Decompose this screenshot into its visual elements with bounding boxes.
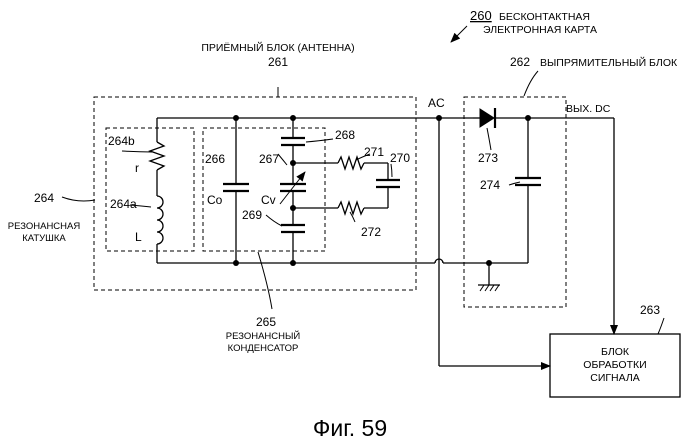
processor-line2: ОБРАБОТКИ: [583, 359, 646, 371]
top-rail: [157, 118, 614, 334]
rectifier-label: ВЫПРЯМИТЕЛЬНЫЙ БЛОК: [540, 56, 678, 69]
capacitor-block-number: 265: [256, 315, 276, 329]
receiver-label: ПРИЁМНЫЙ БЛОК (АНТЕННА): [201, 41, 354, 54]
label-271: 271: [364, 145, 384, 159]
card-name-line2: ЭЛЕКТРОННАЯ КАРТА: [483, 24, 597, 36]
label-266: 266: [205, 152, 225, 166]
label-267: 267: [259, 152, 279, 166]
coil-resistor-symbol: [150, 142, 164, 170]
capacitor-274: [515, 118, 541, 263]
inductor-symbol: [157, 196, 163, 244]
label-274: 274: [480, 178, 500, 192]
coil-part-a-label: 264a: [110, 197, 137, 211]
coil-number: 264: [34, 191, 54, 205]
label-273: 273: [478, 151, 498, 165]
diode-273: [473, 108, 495, 128]
ac-label: AC: [428, 96, 445, 110]
card-name-line1: БЕСКОНТАКТНАЯ: [499, 11, 590, 23]
label-270: 270: [390, 151, 410, 165]
figure-caption: Фиг. 59: [313, 415, 387, 441]
resistor-network: [293, 157, 400, 214]
coil-label-line2: КАТУШКА: [22, 233, 66, 244]
resistor-271: [338, 157, 364, 169]
bottom-rail: [157, 259, 528, 263]
rectifier-number: 262: [510, 55, 530, 69]
processor-line1: БЛОК: [601, 346, 630, 358]
label-272: 272: [361, 225, 381, 239]
coil-r-label: r: [135, 161, 139, 175]
processor-number: 263: [640, 303, 660, 317]
coil-l-label: L: [135, 230, 142, 244]
card-number: 260: [470, 8, 492, 23]
processor-line3: СИГНАЛА: [590, 372, 640, 384]
resonant-coil: [150, 118, 164, 263]
capacitor-block-line1: РЕЗОНАНСНЫЙ: [226, 330, 301, 342]
capacitor-block-line2: КОНДЕНСАТОР: [228, 343, 299, 354]
label-268: 268: [335, 128, 355, 142]
receiver-block-boundary: [94, 97, 416, 290]
card-pointer-arrow: [451, 26, 467, 42]
receiver-number: 261: [268, 55, 288, 69]
capacitor-block-boundary: [203, 128, 325, 251]
label-269: 269: [242, 208, 262, 222]
ground-symbol: [478, 263, 500, 291]
capacitor-co: [223, 118, 249, 263]
dc-out-label: ВЫХ. DC: [566, 103, 611, 115]
label-cv: Cv: [261, 193, 276, 207]
coil-part-b-label: 264b: [108, 134, 135, 148]
capacitor-chain: [280, 118, 306, 263]
coil-label-line1: РЕЗОНАНСНАЯ: [8, 221, 81, 232]
rectifier-block-boundary: [464, 97, 566, 307]
label-co: Co: [207, 193, 223, 207]
resistor-272: [338, 202, 364, 214]
